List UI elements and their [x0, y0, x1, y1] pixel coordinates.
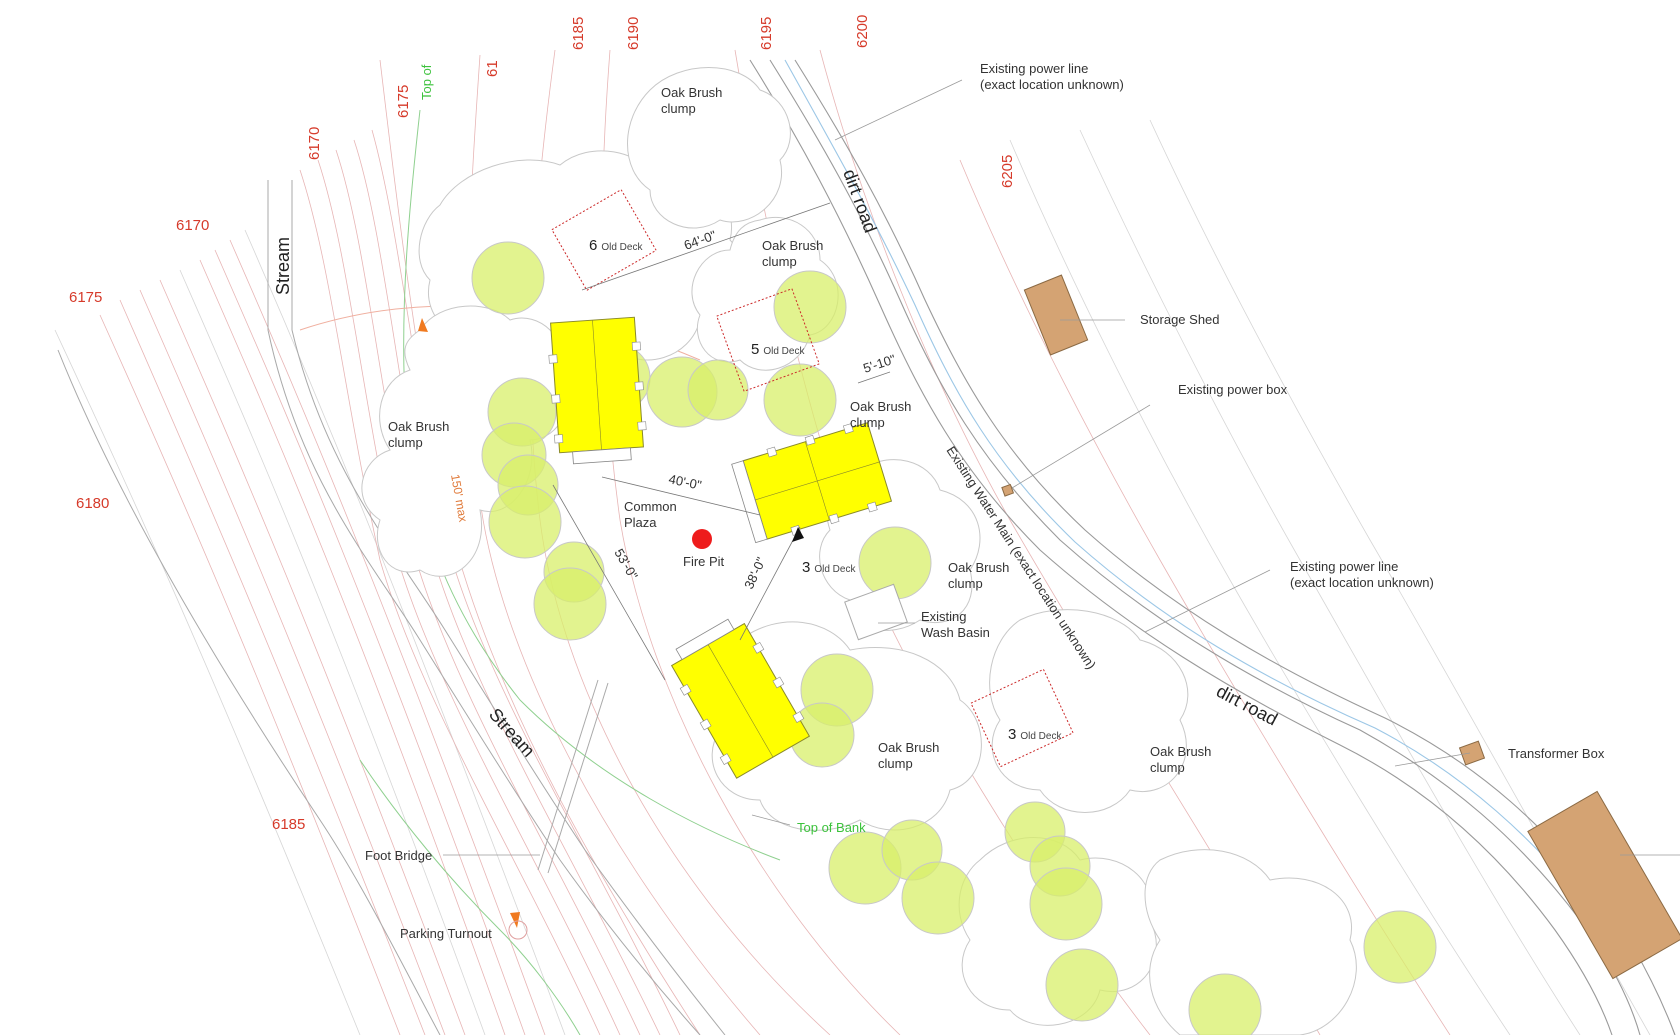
- top-of-bank-label: Top of Bank: [797, 820, 866, 835]
- label-leaders: [443, 319, 1680, 856]
- dimension-40: 40'-0": [667, 471, 703, 493]
- marker-triangle-lower: [510, 912, 520, 928]
- contour-label-6195-top: 6195: [758, 17, 775, 50]
- old-deck-6: [551, 189, 657, 291]
- tree: [901, 861, 975, 935]
- contour-labels: 6185 6190 6195 6200 61 6175 6170 6205 61…: [69, 15, 1016, 833]
- stream-label-upper: Stream: [273, 237, 293, 295]
- cabins: [548, 316, 893, 779]
- stream-label-lower: Stream: [485, 704, 539, 761]
- transformer-box: [1458, 740, 1486, 766]
- stream-channel: [57, 180, 726, 1035]
- power-line-top: [834, 79, 963, 141]
- contour-label-6190-top: 6190: [625, 17, 642, 50]
- contour-label-6175-left: 6175: [69, 289, 102, 306]
- old-deck-5: [716, 288, 820, 392]
- dirt-road-label-upper: dirt road: [839, 167, 880, 236]
- contour-label-6170-top: 6170: [306, 127, 323, 160]
- storage-shed-label: Storage Shed: [1140, 312, 1220, 327]
- tree: [1029, 867, 1103, 941]
- old-decks: [551, 189, 1074, 768]
- parking-turnout-marker: [508, 920, 528, 940]
- contour-label-61-top: 61: [484, 60, 501, 77]
- dimension-53: 53'-0": [611, 546, 641, 583]
- tree: [471, 241, 545, 315]
- fire-pit-label: Fire Pit: [683, 554, 725, 569]
- fire-pit: [692, 529, 712, 549]
- parking-turnout-label: Parking Turnout: [400, 926, 492, 941]
- contour-label-6205-right: 6205: [999, 155, 1016, 188]
- dimension-38: 38'-0": [741, 555, 769, 592]
- tree: [1363, 910, 1437, 984]
- power-line-top-label: Existing power line(exact location unkno…: [980, 61, 1124, 92]
- contour-label-6185-top: 6185: [570, 17, 587, 50]
- cabin-north: [548, 316, 647, 465]
- contour-label-6185-left: 6185: [272, 816, 305, 833]
- foot-bridge: [537, 679, 609, 874]
- tree: [763, 363, 837, 437]
- power-line-right: [1144, 569, 1271, 633]
- top-of-bank-line-lower: [359, 759, 581, 1035]
- wash-basin: [844, 583, 908, 641]
- foot-bridge-label: Foot Bridge: [365, 848, 432, 863]
- trees: [471, 241, 1437, 1035]
- contour-label-6200-top: 6200: [854, 15, 871, 48]
- tree: [1188, 973, 1262, 1035]
- old-deck-3-lower: [970, 668, 1074, 768]
- storage-shed: [1023, 274, 1089, 356]
- tree: [533, 567, 607, 641]
- tree: [1045, 948, 1119, 1022]
- tree: [687, 359, 749, 421]
- large-building: [1527, 790, 1680, 980]
- cabin-east: [731, 422, 893, 544]
- contour-label-6175-top: 6175: [395, 85, 412, 118]
- dirt-road-label-lower: dirt road: [1213, 681, 1281, 730]
- marker-triangle-upper: [418, 318, 428, 332]
- north-arrow-marker: [792, 527, 804, 542]
- tree: [773, 270, 847, 344]
- dimension-lines: [552, 202, 891, 681]
- contour-label-6180-left: 6180: [76, 495, 109, 512]
- power-line-right-label: Existing power line(exact location unkno…: [1290, 559, 1434, 590]
- dimension-5-10: 5'-10": [861, 351, 897, 376]
- cabin-south: [670, 618, 811, 779]
- existing-power-box: [1001, 483, 1015, 497]
- water-main-line: [784, 59, 1596, 916]
- contour-label-6170-left: 6170: [176, 217, 209, 234]
- top-of-label: Top of: [419, 64, 434, 100]
- tree: [488, 485, 562, 559]
- power-box-label: Existing power box: [1178, 382, 1288, 397]
- transformer-box-label: Transformer Box: [1508, 746, 1605, 761]
